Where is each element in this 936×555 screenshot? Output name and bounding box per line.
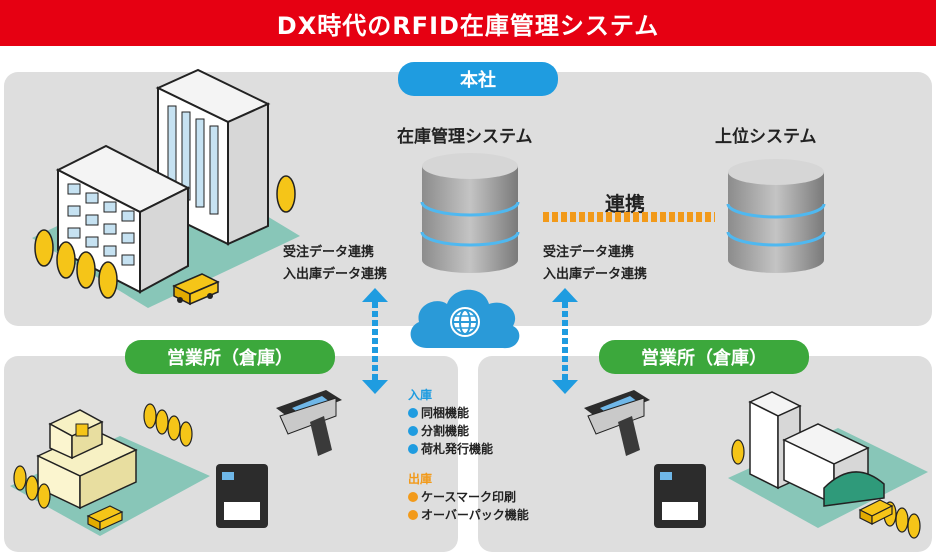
left-link-labels: 受注データ連携 入出庫データ連携	[283, 242, 387, 286]
cloud-icon	[410, 289, 520, 349]
label-printer-icon	[654, 464, 706, 528]
title-bar: DX時代のRFID在庫管理システム	[0, 0, 936, 46]
inbound-item: 分割機能	[408, 422, 529, 440]
truck-icon	[172, 273, 220, 306]
database-icon	[420, 153, 520, 273]
branch-left-label: 営業所（倉庫）	[125, 340, 335, 374]
inbound-item: 荷札発行機能	[408, 440, 529, 458]
outbound-item: ケースマーク印刷	[408, 488, 529, 506]
handheld-reader-icon	[584, 390, 650, 456]
outbound-heading: 出庫	[408, 472, 433, 486]
bullet-icon	[408, 426, 418, 436]
globe-icon	[450, 307, 480, 337]
bullet-icon	[408, 408, 418, 418]
right-link-labels: 受注データ連携 入出庫データ連携	[543, 242, 647, 286]
right-sync-arrow	[552, 288, 578, 394]
bullet-icon	[408, 492, 418, 502]
inbound-item: 同梱機能	[408, 404, 529, 422]
left-link-inout: 入出庫データ連携	[283, 267, 388, 282]
right-link-inout: 入出庫データ連携	[543, 267, 648, 282]
bullet-icon	[408, 510, 418, 520]
left-link-order: 受注データ連携	[283, 245, 375, 260]
tree-icon	[13, 403, 193, 509]
building-icon	[32, 68, 300, 308]
branch-right-label: 営業所（倉庫）	[599, 340, 809, 374]
page-title: DX時代のRFID在庫管理システム	[276, 11, 660, 40]
inbound-heading: 入庫	[408, 388, 433, 402]
building-icon	[728, 391, 928, 539]
handheld-reader-icon	[276, 390, 342, 456]
truck-icon	[858, 499, 894, 525]
headquarters-label: 本社	[398, 62, 558, 96]
left-sync-arrow	[362, 288, 388, 394]
bullet-icon	[408, 444, 418, 454]
database-icon	[726, 159, 826, 273]
function-list: 入庫 同梱機能 分割機能 荷札発行機能 出庫 ケースマーク印刷 オーバーパック機…	[408, 386, 529, 524]
tree-icon	[34, 175, 296, 299]
right-link-order: 受注データ連携	[543, 245, 635, 260]
inventory-system-label: 在庫管理システム	[397, 127, 533, 147]
label-printer-icon	[216, 464, 268, 528]
truck-icon	[86, 505, 124, 531]
link-connector	[543, 212, 715, 222]
store-icon	[10, 403, 210, 536]
upper-system-label: 上位システム	[715, 127, 817, 147]
outbound-item: オーバーパック機能	[408, 506, 529, 524]
